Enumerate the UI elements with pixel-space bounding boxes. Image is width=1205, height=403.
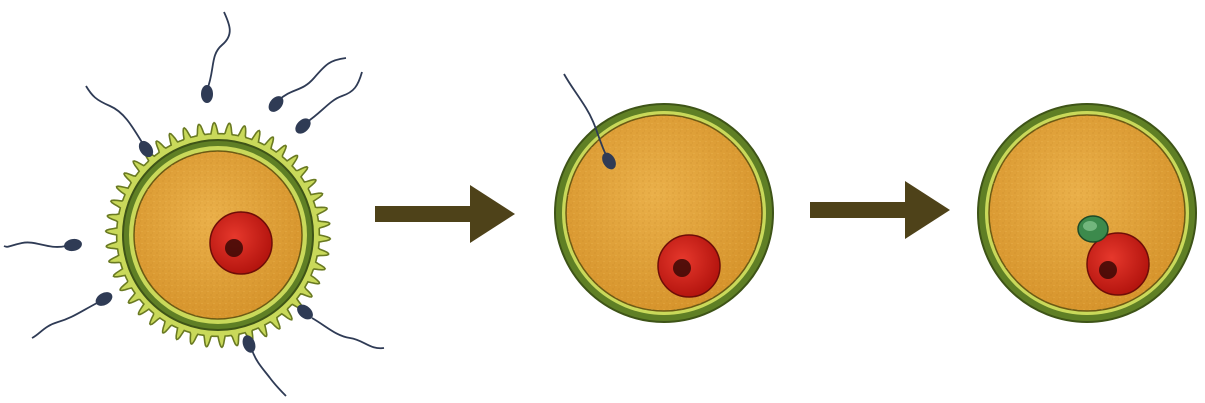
sperm (201, 12, 230, 103)
sperm (4, 238, 83, 253)
stage-1-egg (106, 123, 331, 348)
sperm (294, 302, 384, 349)
stage-2-egg (555, 74, 773, 322)
nucleus-center (673, 259, 691, 277)
arrow-2 (810, 181, 950, 239)
sperm (240, 333, 286, 396)
sperm (292, 72, 362, 137)
stage-3-egg (978, 104, 1196, 322)
sperm (86, 86, 156, 160)
sperm (266, 58, 346, 115)
arrow-1 (375, 185, 515, 243)
sperm (32, 289, 115, 338)
nucleus-center (1099, 261, 1117, 279)
nucleus-center (225, 239, 243, 257)
cytoplasm-texture (989, 115, 1185, 311)
pronucleus-highlight (1083, 221, 1097, 231)
